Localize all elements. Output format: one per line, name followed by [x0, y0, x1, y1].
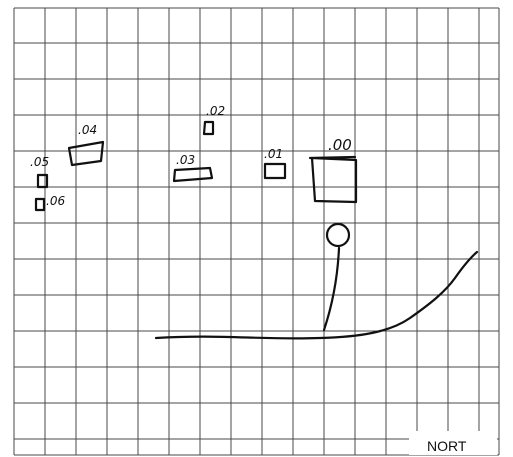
- label-01: .01: [264, 147, 283, 161]
- box-03: [172, 166, 214, 183]
- corner-label: NORT: [427, 438, 467, 454]
- label-04: .04: [78, 123, 97, 137]
- box-02: [202, 120, 215, 136]
- box-00: [308, 155, 358, 204]
- stem-line: [322, 246, 341, 332]
- box-04: [67, 140, 105, 167]
- grid-lines: [13, 7, 500, 456]
- box-06: [34, 197, 46, 212]
- label-05: .05: [30, 155, 49, 169]
- label-02: .02: [206, 104, 225, 118]
- label-background: [409, 431, 497, 455]
- label-06: .06: [46, 194, 65, 208]
- road-curve: [154, 250, 479, 340]
- box-05: [36, 173, 49, 189]
- circle-marker: [325, 222, 351, 248]
- label-00: .00: [328, 136, 352, 154]
- label-03: .03: [176, 153, 195, 167]
- box-01: [263, 162, 287, 180]
